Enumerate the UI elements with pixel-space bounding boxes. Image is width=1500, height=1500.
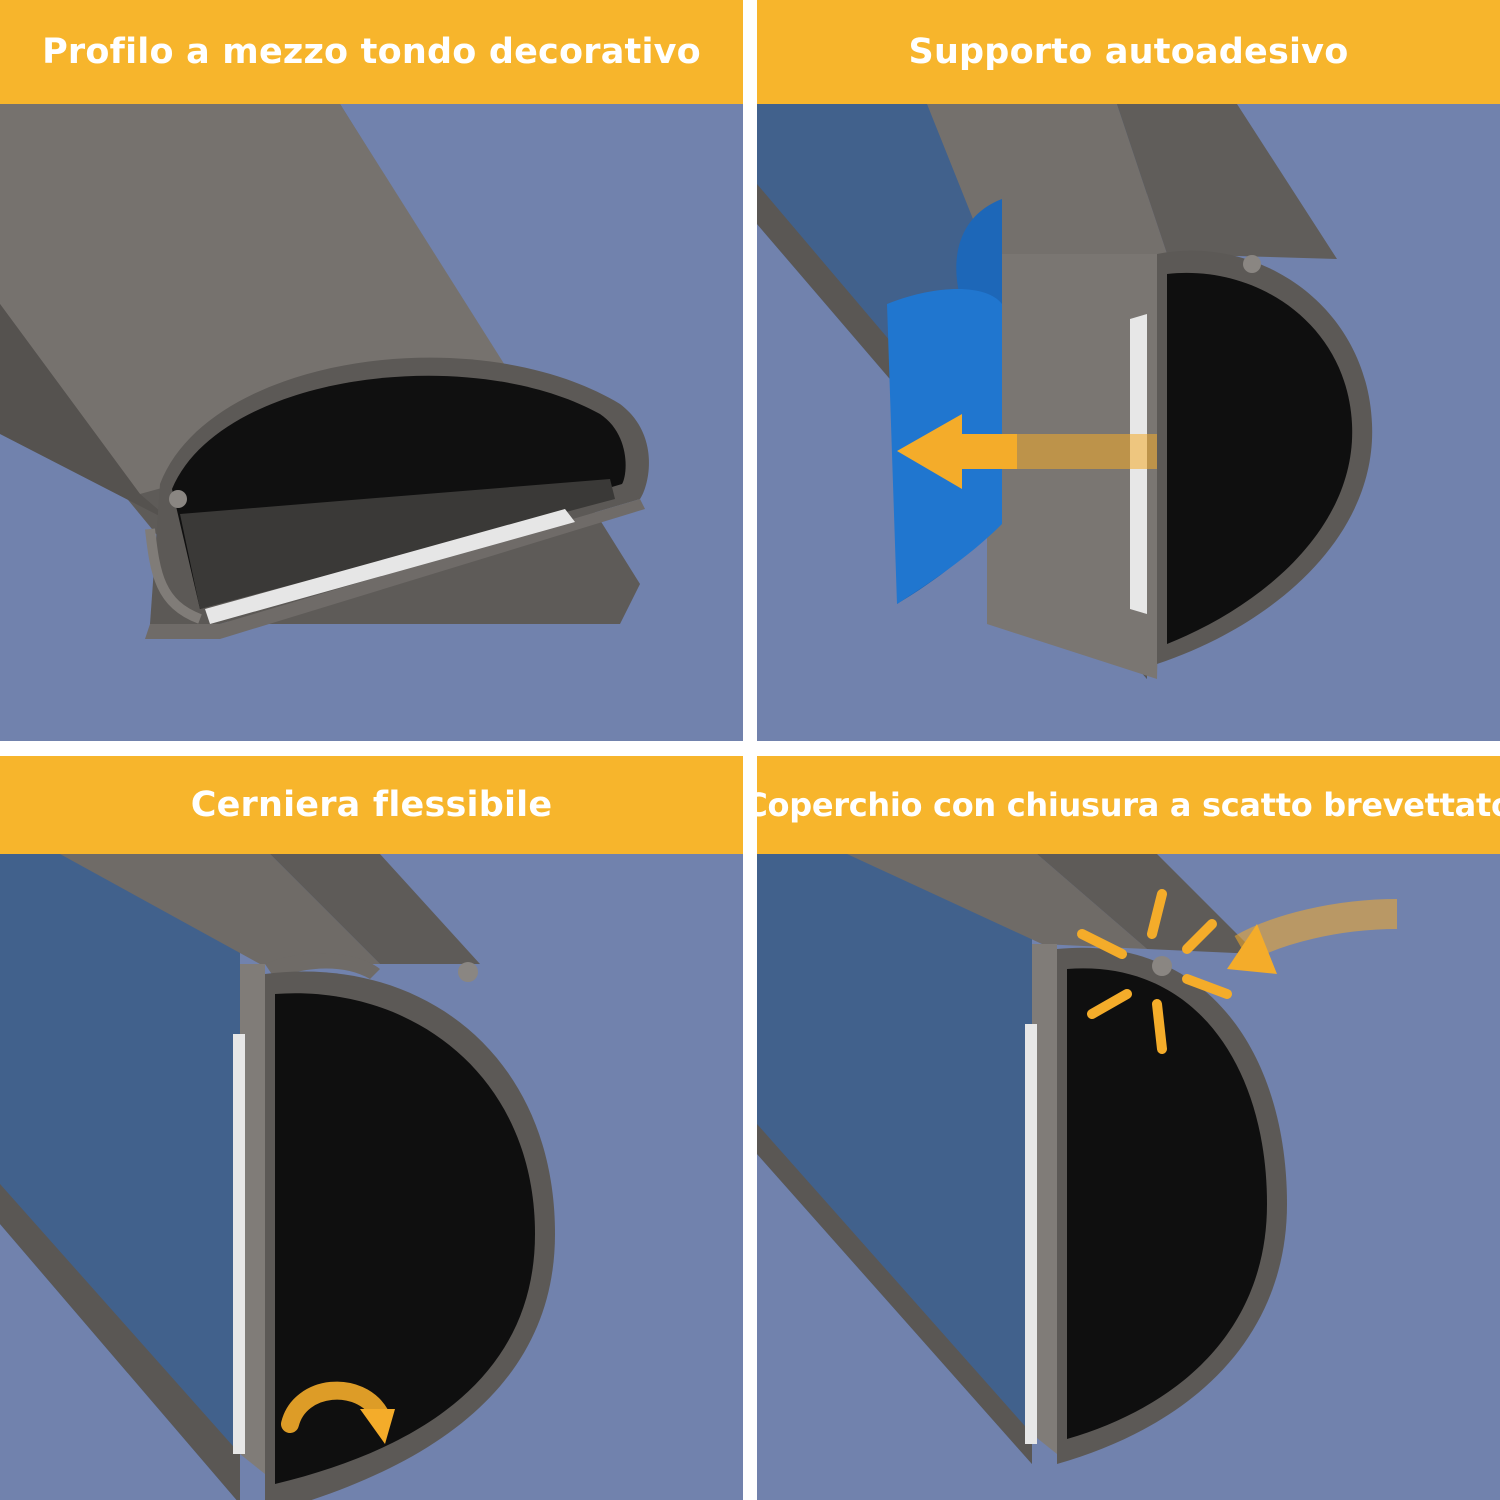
panel-title-banner: Supporto autoadesivo	[757, 0, 1500, 104]
panel-title-banner: Profilo a mezzo tondo decorativo	[0, 0, 743, 104]
snap-lock-cover-icon	[757, 854, 1500, 1500]
panel-self-adhesive: Supporto autoadesivo	[757, 0, 1500, 741]
flexible-hinge-icon	[0, 854, 743, 1500]
self-adhesive-backing-icon	[757, 104, 1500, 741]
panel-title: Coperchio con chiusura a scatto brevetta…	[757, 786, 1500, 824]
panel-half-round-profile: Profilo a mezzo tondo decorativo	[0, 0, 743, 741]
panel-title-banner: Cerniera flessibile	[0, 756, 743, 854]
half-round-profile-icon	[0, 104, 743, 741]
panel-title: Profilo a mezzo tondo decorativo	[42, 32, 701, 72]
panel-title-banner: Coperchio con chiusura a scatto brevetta…	[757, 756, 1500, 854]
panel-flexible-hinge: Cerniera flessibile	[0, 756, 743, 1500]
panel-title: Cerniera flessibile	[190, 785, 553, 825]
panel-title: Supporto autoadesivo	[908, 32, 1349, 72]
panel-snap-lock-cover: Coperchio con chiusura a scatto brevetta…	[757, 756, 1500, 1500]
